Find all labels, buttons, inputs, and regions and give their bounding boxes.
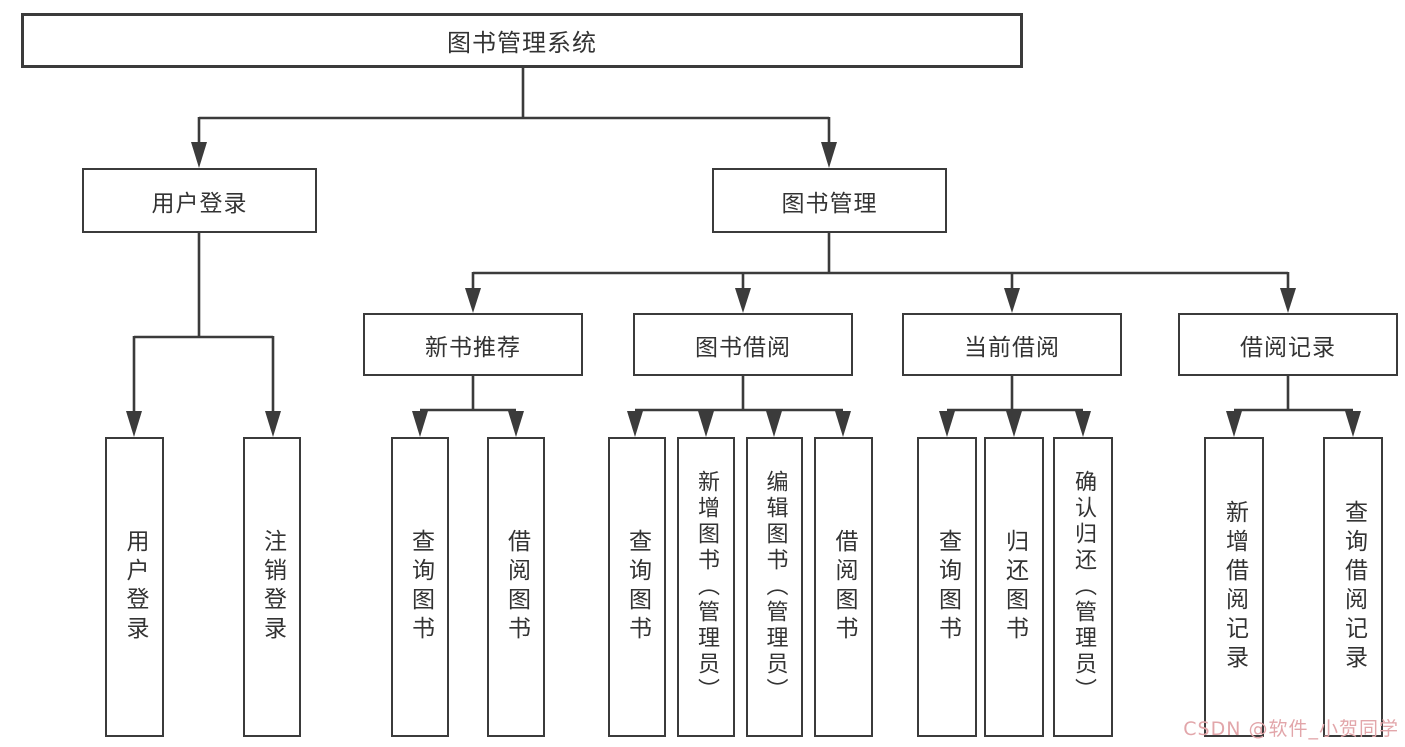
node-book-borrowing-label: 图书借阅 bbox=[695, 334, 791, 361]
leaf-cb-confirm-return-admin: 确认归还（管理员） bbox=[1053, 437, 1113, 737]
node-new-book-recommend: 新书推荐 bbox=[363, 313, 583, 376]
node-current-borrowing: 当前借阅 bbox=[902, 313, 1122, 376]
csdn-watermark: CSDN @软件_小贺同学 bbox=[1183, 718, 1399, 740]
leaf-bb-query-book-label: 查询图书 bbox=[624, 529, 651, 645]
node-book-management: 图书管理 bbox=[712, 168, 947, 233]
leaf-br-add-record-label: 新增借阅记录 bbox=[1221, 500, 1248, 674]
node-user-login-branch-label: 用户登录 bbox=[151, 190, 248, 217]
leaf-user-login: 用户登录 bbox=[105, 437, 164, 737]
node-current-borrowing-label: 当前借阅 bbox=[964, 334, 1060, 361]
leaf-bb-borrow-book: 借阅图书 bbox=[814, 437, 873, 737]
leaf-cb-confirm-return-admin-label: 确认归还（管理员） bbox=[1071, 470, 1096, 704]
leaf-bb-query-book: 查询图书 bbox=[608, 437, 666, 737]
leaf-logout-label: 注销登录 bbox=[259, 529, 286, 645]
node-root-label: 图书管理系统 bbox=[447, 29, 597, 57]
node-root: 图书管理系统 bbox=[21, 13, 1023, 68]
leaf-br-query-record: 查询借阅记录 bbox=[1323, 437, 1383, 737]
leaf-rec-borrow-book-label: 借阅图书 bbox=[503, 529, 530, 645]
leaf-logout: 注销登录 bbox=[243, 437, 301, 737]
node-book-borrowing: 图书借阅 bbox=[633, 313, 853, 376]
node-book-management-label: 图书管理 bbox=[781, 190, 878, 217]
leaf-bb-add-book-admin: 新增图书（管理员） bbox=[677, 437, 735, 737]
leaf-user-login-label: 用户登录 bbox=[122, 529, 148, 645]
leaf-bb-add-book-admin-label: 新增图书（管理员） bbox=[694, 470, 719, 704]
node-borrowing-records: 借阅记录 bbox=[1178, 313, 1398, 376]
leaf-rec-borrow-book: 借阅图书 bbox=[487, 437, 545, 737]
leaf-br-query-record-label: 查询借阅记录 bbox=[1340, 500, 1367, 674]
leaf-rec-query-book: 查询图书 bbox=[391, 437, 449, 737]
leaf-cb-return-book: 归还图书 bbox=[984, 437, 1044, 737]
leaf-rec-query-book-label: 查询图书 bbox=[407, 529, 434, 645]
leaf-bb-borrow-book-label: 借阅图书 bbox=[831, 529, 857, 645]
leaf-cb-return-book-label: 归还图书 bbox=[1001, 529, 1028, 645]
leaf-br-add-record: 新增借阅记录 bbox=[1204, 437, 1264, 737]
node-borrowing-records-label: 借阅记录 bbox=[1240, 334, 1336, 361]
leaf-cb-query-book: 查询图书 bbox=[917, 437, 977, 737]
leaf-bb-edit-book-admin: 编辑图书（管理员） bbox=[746, 437, 803, 737]
leaf-bb-edit-book-admin-label: 编辑图书（管理员） bbox=[762, 470, 788, 704]
leaf-cb-query-book-label: 查询图书 bbox=[934, 529, 961, 645]
node-new-book-recommend-label: 新书推荐 bbox=[425, 334, 521, 361]
node-user-login-branch: 用户登录 bbox=[82, 168, 317, 233]
